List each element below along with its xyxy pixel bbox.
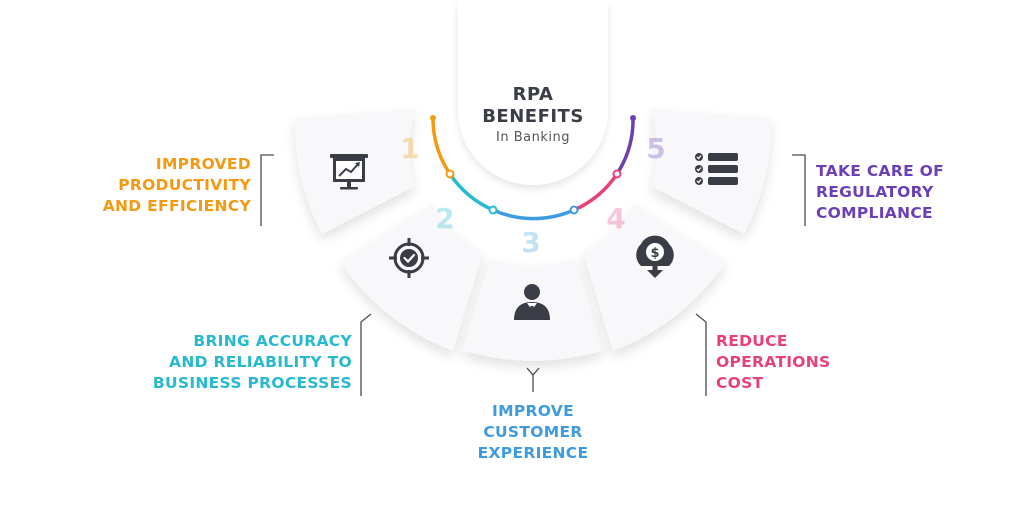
title-block: RPA BENEFITS In Banking (462, 84, 604, 147)
title-line-1: RPA (512, 84, 554, 105)
bracket-4 (695, 313, 707, 396)
arc-segment-1 (431, 116, 452, 176)
arc-segment-2 (448, 172, 495, 212)
step-number-5: 5 (646, 132, 665, 165)
bracket-1 (260, 154, 274, 226)
svg-text:$: $ (650, 246, 659, 261)
presentation-chart-icon (330, 154, 368, 190)
step-number-4: 4 (606, 202, 625, 235)
subtitle: In Banking (496, 130, 570, 145)
arc-node (612, 169, 622, 179)
step-number-2: 2 (435, 202, 454, 235)
arc-node (569, 205, 579, 215)
title-line-2: BENEFITS (482, 106, 584, 127)
money-down-icon: $ (636, 235, 674, 278)
benefit-label-4: REDUCE OPERATIONS COST (716, 332, 831, 392)
arc-start-dot (430, 115, 436, 121)
checklist-icon (695, 153, 738, 185)
bracket-2 (360, 313, 372, 396)
arc-segment-3 (491, 208, 576, 221)
progress-arc (430, 115, 636, 221)
arc-end-dot (630, 115, 636, 121)
bracket-3 (526, 367, 540, 376)
bracket-5 (792, 154, 806, 226)
step-number-1: 1 (400, 132, 419, 165)
target-check-icon (389, 238, 429, 278)
step-number-3: 3 (521, 226, 540, 259)
benefit-label-2: BRING ACCURACY AND RELIABILITY TO BUSINE… (152, 332, 352, 392)
arc-node (488, 205, 498, 215)
title-disc (458, 0, 608, 185)
benefit-label-1: IMPROVED PRODUCTIVITY AND EFFICIENCY (102, 155, 251, 215)
benefit-label-5: TAKE CARE OF REGULATORY COMPLIANCE (816, 162, 945, 222)
segment-2 (340, 204, 483, 351)
arc-node (445, 169, 455, 179)
connector-lines (260, 154, 806, 396)
businessman-icon (514, 284, 550, 320)
benefit-label-3: IMPROVE CUSTOMER EXPERIENCE (477, 402, 589, 462)
arc-segment-5 (615, 116, 635, 176)
